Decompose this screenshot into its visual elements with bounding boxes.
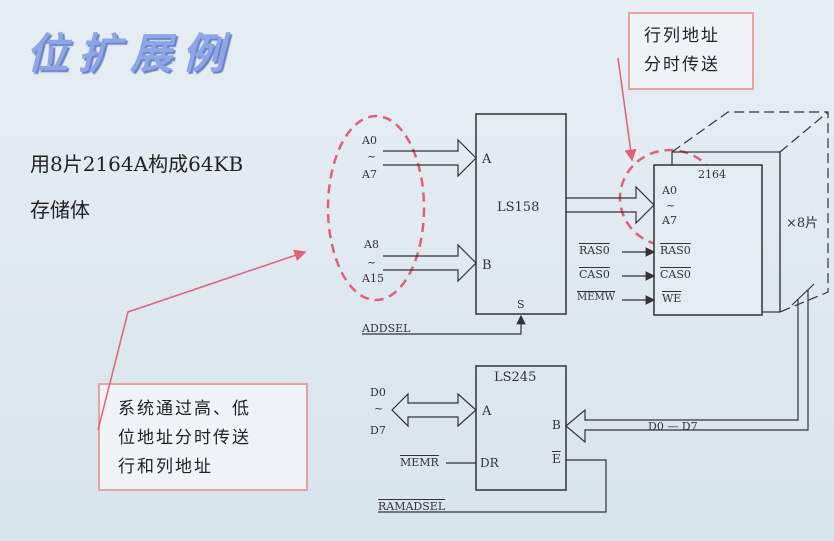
chip-tilde: ~ <box>666 199 676 212</box>
dashed-ellipse-address-inputs <box>326 114 426 302</box>
intro-line-1: 用8片2164A构成64KB <box>30 152 244 176</box>
label-tilde-1: ~ <box>367 150 377 163</box>
chip-2164-label: 2164 <box>698 168 726 181</box>
label-a15: A15 <box>362 272 384 285</box>
ls245-port-b: B <box>552 418 561 432</box>
pointer-arrow-bottom <box>97 249 307 431</box>
chip-a7: A7 <box>662 214 677 227</box>
bus-arrow-b <box>383 243 477 283</box>
ls158-port-s: S <box>517 298 525 311</box>
pin-ras0: RAS0 <box>660 244 691 257</box>
callout-top-line-2: 分时传送 <box>644 55 720 75</box>
ls245-port-a: A <box>482 404 492 419</box>
callout-bottom-line-2: 位地址分时传送 <box>118 428 251 448</box>
label-a8: A8 <box>364 238 379 251</box>
callout-bottom-line-3: 行和列地址 <box>118 457 213 477</box>
pin-cas0: CAS0 <box>660 268 691 281</box>
callout-bottom-line-1: 系统通过高、低 <box>118 399 251 419</box>
pointer-arrow-top <box>617 57 637 162</box>
ls245-chip <box>475 365 567 491</box>
signal-ras0: RAS0 <box>579 244 610 257</box>
chip-a0: A0 <box>662 184 677 197</box>
signal-memr: MEMR <box>400 456 439 469</box>
bus-arrow-a <box>383 138 477 178</box>
ls158-port-b: B <box>482 258 492 273</box>
signal-cas0: CAS0 <box>579 268 610 281</box>
ls245-port-e: E <box>552 452 561 466</box>
label-a0: A0 <box>362 134 377 147</box>
ls245-label: LS245 <box>494 370 537 385</box>
ls158-port-a: A <box>482 152 492 167</box>
slide-title: 位扩展例 <box>26 29 235 78</box>
ls158-label: LS158 <box>497 200 540 215</box>
callout-top-line-1: 行列地址 <box>644 26 720 46</box>
label-tilde-2: ~ <box>367 256 377 269</box>
addsel-line <box>362 314 526 335</box>
label-addsel: ADDSEL <box>362 322 411 335</box>
chip-2164-front <box>653 164 763 316</box>
label-times8: ×8片 <box>786 216 819 231</box>
label-a7: A7 <box>362 168 377 181</box>
callout-row-col-address: 行列地址 分时传送 <box>628 12 754 90</box>
signal-memw: MEMW <box>577 292 616 303</box>
signal-ramadsel: RAMADSEL <box>378 500 446 513</box>
ls158-chip <box>475 113 567 315</box>
ls245-port-dr: DR <box>480 456 499 470</box>
pin-we: WE <box>662 292 682 305</box>
bus-arrow-to-2164 <box>566 185 655 225</box>
label-d0-d7-bus: D0 — D7 <box>648 420 698 433</box>
ramadsel-line <box>378 459 607 513</box>
callout-system-address: 系统通过高、低 位地址分时传送 行和列地址 <box>98 383 308 491</box>
label-d0: D0 <box>370 386 386 399</box>
label-d7: D7 <box>370 424 386 437</box>
intro-line-2: 存储体 <box>30 198 90 222</box>
bus-arrow-d0-d7 <box>391 392 477 428</box>
label-tilde-3: ~ <box>374 402 384 415</box>
